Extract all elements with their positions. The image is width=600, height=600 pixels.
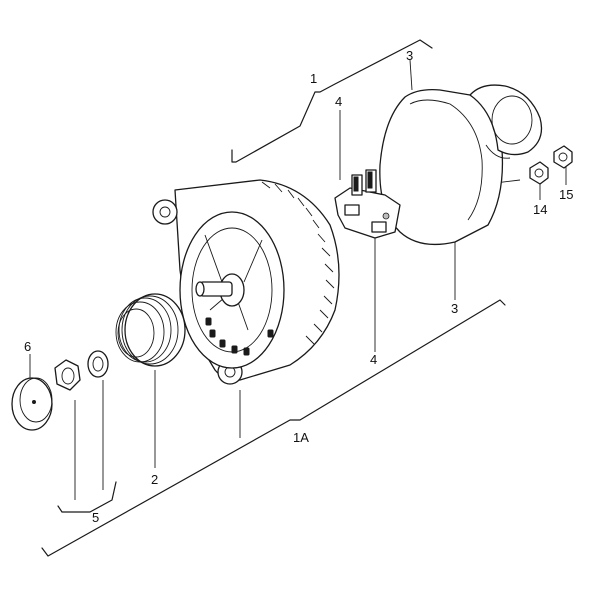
label-3-bottom: 3 <box>451 301 458 316</box>
bracket-group-5 <box>57 481 117 513</box>
pulley <box>115 293 186 367</box>
nut-14 <box>529 161 549 185</box>
bracket-group-1a <box>41 299 506 557</box>
label-1a: 1A <box>293 430 309 445</box>
voltage-regulator <box>334 169 401 239</box>
protective-cover <box>379 84 543 246</box>
nut-15 <box>553 145 573 169</box>
label-6: 6 <box>24 339 31 354</box>
washer <box>87 350 109 378</box>
label-5: 5 <box>92 510 99 525</box>
label-3-top: 3 <box>406 48 413 63</box>
cooling-fins <box>261 181 335 345</box>
hex-nut <box>54 359 81 391</box>
alternator-body <box>152 179 340 385</box>
label-1: 1 <box>310 71 317 86</box>
vent-slots <box>205 317 274 356</box>
end-cap <box>11 377 53 431</box>
part-labels: 1 3 4 15 14 3 4 6 1A 2 5 <box>24 48 573 525</box>
label-2: 2 <box>151 472 158 487</box>
label-4-bottom: 4 <box>370 352 377 367</box>
label-4-top: 4 <box>335 94 342 109</box>
bracket-group-1 <box>231 39 433 163</box>
label-15: 15 <box>559 187 573 202</box>
label-14: 14 <box>533 202 547 217</box>
